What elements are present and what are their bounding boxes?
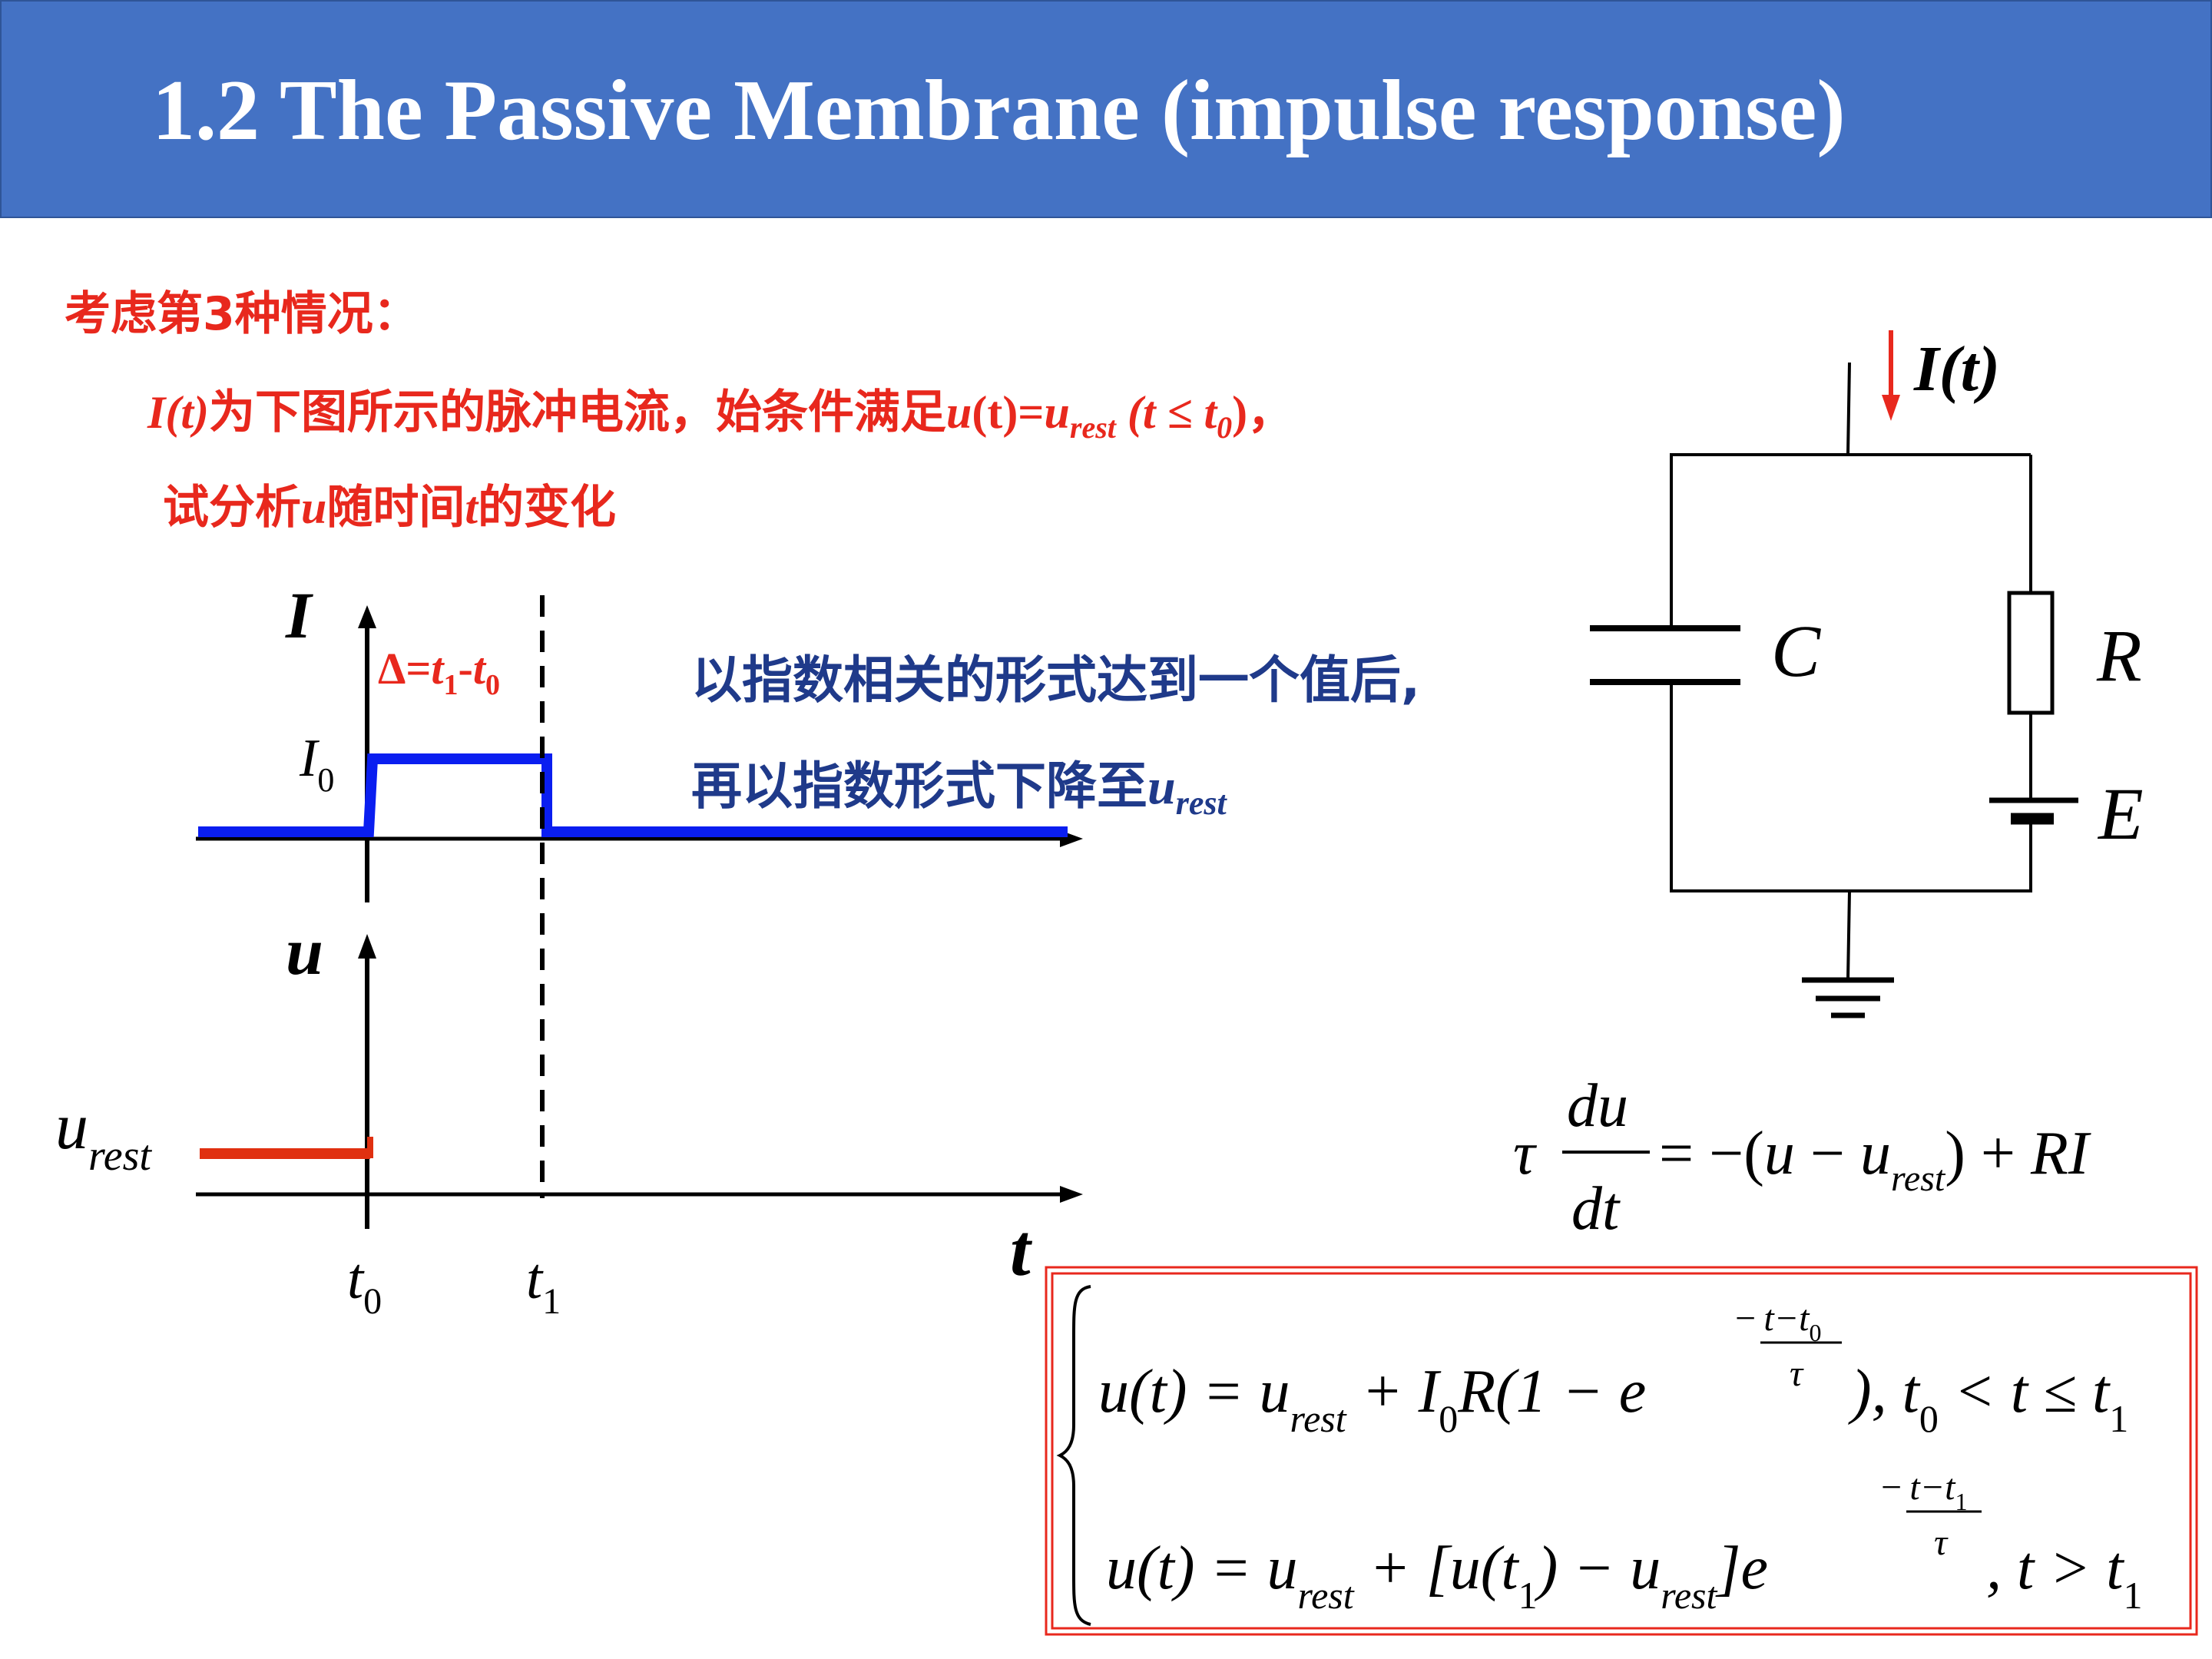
solution-exp-1: −t−t0 [1733, 1298, 1821, 1346]
description-rest-sub: rest [1175, 784, 1227, 823]
membrane-equation: τ du dt = −(u − urest) + RI [1513, 1072, 2091, 1243]
description-text-1: 以指数相关的形式达到一个值后, [691, 651, 1421, 710]
intro-line-1: 考虑第3种情况： [65, 276, 419, 343]
voltage-axis-label: u [286, 915, 323, 989]
solution-line-2-cond: , t > t1 [1986, 1535, 2142, 1617]
t0-tick-label: t0 [347, 1247, 382, 1322]
current-arrow-head [1882, 395, 1900, 421]
ground-wire [1846, 890, 1851, 981]
intro-analyze-text: 试分析 [163, 481, 301, 535]
time-axis-label: t [1010, 1209, 1033, 1291]
intro-t-eq: (t)= [972, 387, 1045, 438]
t1-tick-label: t1 [526, 1247, 561, 1322]
circuit-diagram: I(t) C R E [1590, 330, 2144, 1018]
equation-du: du [1567, 1072, 1628, 1140]
voltage-x-arrowhead [1060, 1186, 1083, 1203]
description-text-2: 再以指数形式下降至 [691, 757, 1147, 816]
intro-condition-text: 为下图所示的脉冲电流，始条件满足 [208, 386, 946, 439]
solution-border-inner [1051, 1272, 2192, 1630]
intro-t-var: t [465, 482, 478, 533]
equation-tau: τ [1513, 1120, 1538, 1187]
solution-brace [1056, 1285, 1091, 1626]
title-bar: 1.2 The Passive Membrane (impulse respon… [0, 0, 2212, 218]
description-line-1: 以指数相关的形式达到一个值后, [691, 639, 1420, 713]
intro-case-label: 考虑第3种情况： [65, 287, 419, 341]
pulse-duration-label: Δ=t1-t0 [378, 644, 500, 701]
description-u-symbol: u [1147, 759, 1176, 815]
current-pulse-trace [198, 753, 1068, 837]
equation-rhs: = −(u − urest) + RI [1659, 1120, 2091, 1199]
resistor [2007, 591, 2055, 715]
intro-urest-symbol: u [1044, 387, 1070, 438]
capacitor-label: C [1771, 610, 1821, 692]
solution-border-outer [1045, 1266, 2198, 1636]
solution-line-1-cond: ), t0 < t ≤ t1 [1848, 1358, 2128, 1440]
intro-line-3: 试分析u随时间t的变化 [163, 470, 616, 537]
intro-line-2: I(t)为下图所示的脉冲电流，始条件满足u(t)=urest (t ≤ t0)， [147, 375, 1293, 445]
intro-u-symbol: u [945, 387, 972, 438]
current-level-label: I0 [299, 729, 334, 799]
solution-box: u(t) = urest + I0R(1 − e −t−t0 τ ), t0 <… [1045, 1266, 2198, 1636]
solution-line-1: u(t) = urest + I0R(1 − e [1098, 1358, 1646, 1440]
resistor-label: R [2096, 614, 2142, 697]
intro-change-text: 的变化 [478, 481, 617, 535]
current-axis-label: I [285, 578, 313, 652]
solution-exp-1-den: τ [1790, 1353, 1804, 1394]
solution-exp-2: −t−t1 [1879, 1467, 1967, 1515]
intro-t-cond: (t ≤ t [1115, 387, 1217, 438]
intro-close: )， [1232, 387, 1294, 438]
slide-title: 1.2 The Passive Membrane (impulse respon… [152, 63, 1846, 158]
intro-u-var: u [301, 482, 327, 533]
intro-t0-sub: 0 [1217, 410, 1233, 445]
battery-label: E [2097, 773, 2144, 855]
current-y-arrowhead [358, 605, 376, 628]
source-label: I(t) [1913, 333, 2000, 405]
solution-line-2: u(t) = urest + [u(t1) − urest]e [1106, 1535, 1768, 1617]
description-line-2: 再以指数形式下降至urest [691, 745, 1227, 823]
intro-with-time-text: 随时间 [326, 481, 465, 535]
intro-rest-sub: rest [1069, 410, 1116, 445]
input-wire [1846, 362, 1851, 455]
equation-dt: dt [1571, 1175, 1621, 1243]
voltage-y-arrowhead [358, 934, 376, 959]
intro-current-symbol: I(t) [147, 387, 209, 438]
pulse-plot: I I0 Δ=t1-t0 u urest t t0 t1 [55, 578, 1083, 1322]
solution-exp-2-den: τ [1934, 1522, 1949, 1563]
rest-potential-label: urest [55, 1089, 152, 1180]
